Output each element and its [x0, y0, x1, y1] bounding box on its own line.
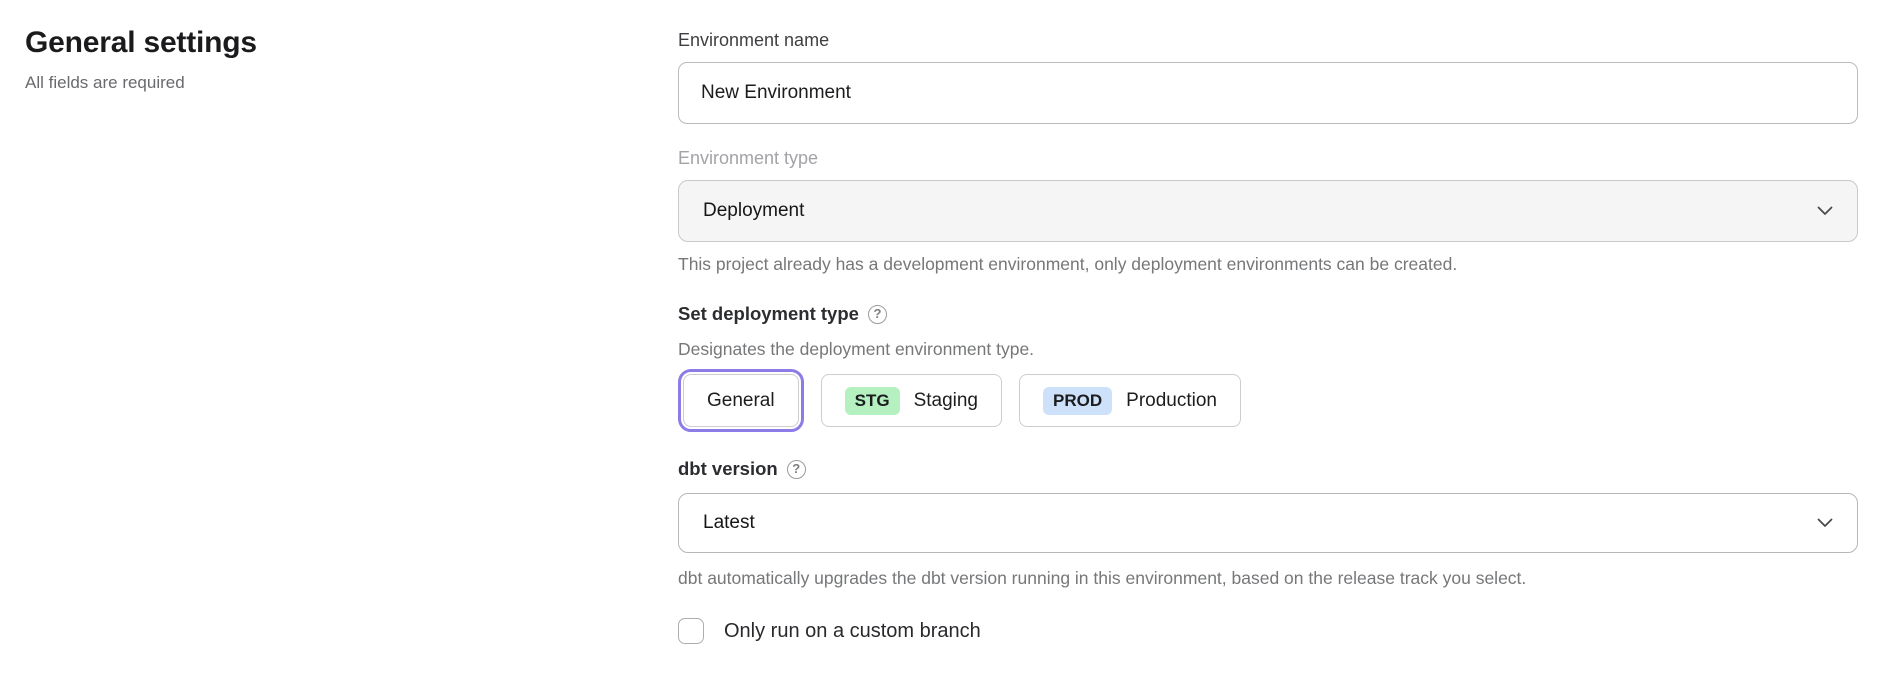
deployment-type-staging-button[interactable]: STG Staging: [820, 374, 1003, 427]
deployment-type-general-label: General: [707, 389, 775, 411]
deployment-type-general-button[interactable]: General: [678, 369, 804, 432]
environment-name-input[interactable]: [678, 62, 1858, 124]
deployment-type-production-label: Production: [1126, 389, 1217, 411]
dbt-version-value: Latest: [703, 512, 755, 533]
environment-type-helper: This project already has a development e…: [678, 254, 1458, 274]
deployment-type-label: Set deployment type ?: [678, 302, 1858, 326]
dbt-version-select[interactable]: Latest: [678, 493, 1858, 553]
deployment-type-staging-label: Staging: [913, 389, 979, 411]
staging-badge: STG: [844, 386, 900, 415]
help-icon[interactable]: ?: [867, 304, 887, 324]
environment-name-label: Environment name: [678, 30, 830, 50]
dbt-version-helper: dbt automatically upgrades the dbt versi…: [678, 568, 1527, 588]
custom-branch-checkbox[interactable]: [678, 618, 704, 644]
page-title: General settings: [25, 26, 257, 59]
dbt-version-label: dbt version ?: [678, 457, 1858, 481]
chevron-down-icon: [1817, 518, 1833, 528]
environment-type-value: Deployment: [703, 200, 805, 221]
deployment-type-production-button[interactable]: PROD Production: [1019, 374, 1241, 427]
environment-type-select: Deployment: [678, 180, 1858, 242]
chevron-down-icon: [1817, 206, 1833, 216]
dbt-version-label-text: dbt version: [678, 458, 778, 479]
page-subtitle: All fields are required: [25, 73, 185, 92]
production-badge: PROD: [1043, 386, 1113, 415]
settings-header: General settings All fields are required: [25, 26, 585, 93]
help-icon[interactable]: ?: [786, 459, 806, 479]
environment-type-label: Environment type: [678, 148, 819, 168]
environment-settings-form: Environment name Environment type Deploy…: [678, 28, 1858, 644]
deployment-type-label-text: Set deployment type: [678, 303, 859, 324]
custom-branch-label: Only run on a custom branch: [724, 619, 981, 642]
deployment-type-options: General STG Staging PROD Production: [678, 369, 1858, 432]
custom-branch-row: Only run on a custom branch: [678, 618, 1858, 644]
deployment-type-helper: Designates the deployment environment ty…: [678, 339, 1035, 359]
